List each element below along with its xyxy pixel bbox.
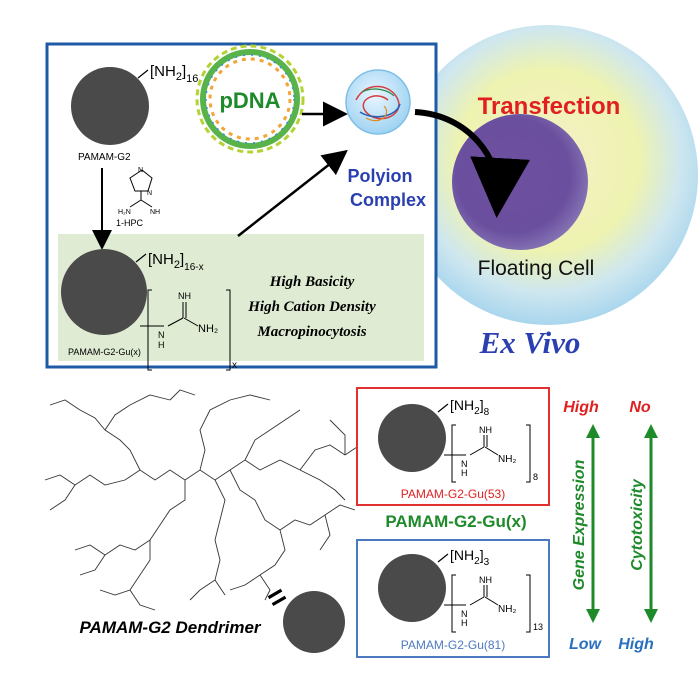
- gu81-label: PAMAM-G2-Gu(81): [401, 638, 505, 652]
- svg-text:H: H: [461, 618, 468, 628]
- svg-text:NH: NH: [178, 291, 191, 301]
- dendrimer-sphere: [283, 591, 345, 653]
- pamam-g2-sphere: [71, 67, 149, 145]
- svg-text:N: N: [138, 167, 143, 174]
- pamam-g2-label: PAMAM-G2: [78, 152, 131, 163]
- hpc-label: 1-HPC: [116, 218, 144, 228]
- pdna-label: pDNA: [219, 88, 280, 113]
- gene-low-label: Low: [569, 636, 603, 653]
- svg-text:NH: NH: [479, 425, 492, 435]
- gu53-count: 8: [533, 472, 538, 482]
- gu53-nh2: [NH2]8: [450, 397, 490, 418]
- svg-text:NH₂: NH₂: [498, 454, 516, 465]
- floating-cell: [398, 25, 698, 325]
- gu81-count: 13: [533, 622, 543, 632]
- transfection-label: Transfection: [478, 93, 621, 120]
- polyion-complex: [345, 69, 411, 135]
- cytotoxicity-axis: Cytotoxicity: [629, 478, 646, 571]
- gu-x-center-label: PAMAM-G2-Gu(x): [385, 512, 526, 531]
- nh2-modified: [NH2]16-x: [148, 251, 204, 273]
- hpc-reagent-structure: [129, 169, 153, 208]
- gu53-label: PAMAM-G2-Gu(53): [401, 487, 505, 501]
- pamam-g2-gu-sphere: [61, 249, 147, 335]
- svg-text:N: N: [147, 190, 152, 197]
- svg-text:N: N: [158, 330, 165, 340]
- property-1: High Basicity: [269, 274, 355, 290]
- dendrimer-caption: PAMAM-G2 Dendrimer: [79, 618, 261, 637]
- svg-text:H₂N: H₂N: [118, 209, 131, 216]
- guanidine-x: x: [232, 360, 237, 371]
- pamam-g2-gu-label: PAMAM-G2-Gu(x): [68, 347, 141, 357]
- property-2: High Cation Density: [247, 299, 376, 315]
- gu81-nh2: [NH2]3: [450, 547, 490, 568]
- gene-high-label: High: [563, 399, 599, 416]
- svg-text:NH₂: NH₂: [198, 323, 218, 335]
- svg-text:H: H: [461, 468, 468, 478]
- svg-text:NH₂: NH₂: [498, 604, 516, 615]
- floating-cell-label: Floating Cell: [478, 257, 595, 280]
- gu53-sphere: [378, 404, 446, 472]
- pdna-plasmid: [195, 44, 305, 154]
- polyion-line1: Polyion: [347, 166, 412, 186]
- pamam-dendrimer-structure: [44, 389, 361, 611]
- gu81-sphere: [378, 554, 446, 622]
- cyto-high-label: High: [618, 636, 654, 653]
- svg-text:N: N: [461, 459, 468, 469]
- svg-text:NH: NH: [479, 575, 492, 585]
- nh2-top: [NH2]16: [150, 63, 198, 85]
- svg-text:H: H: [158, 340, 165, 350]
- svg-text:N: N: [461, 609, 468, 619]
- gene-expression-axis: Gene Expression: [571, 459, 588, 590]
- cyto-no-label: No: [629, 399, 651, 416]
- guanidine-group: [140, 289, 231, 371]
- polyion-line2: Complex: [350, 190, 426, 210]
- svg-text:NH: NH: [150, 209, 160, 216]
- property-3: Macropinocytosis: [256, 324, 366, 340]
- ex-vivo-label: Ex Vivo: [479, 325, 581, 360]
